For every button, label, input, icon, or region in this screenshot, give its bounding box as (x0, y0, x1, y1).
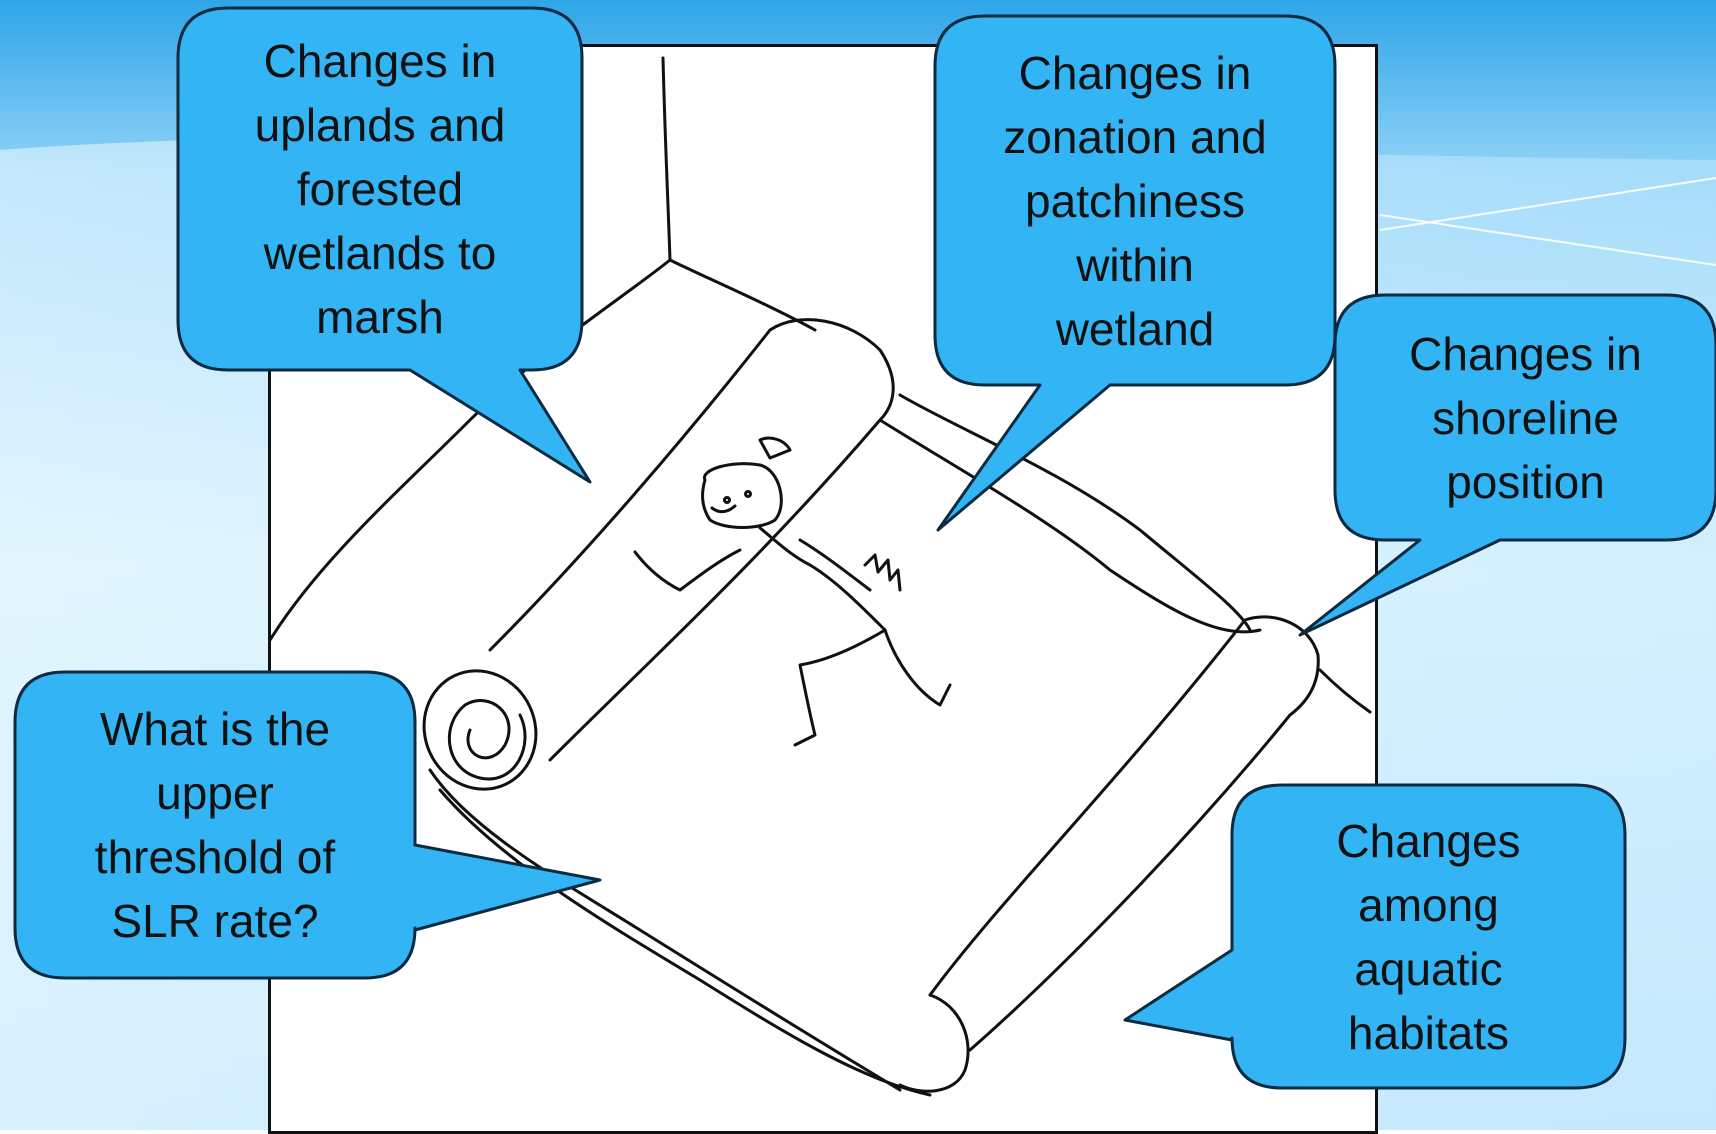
callout-shoreline-text: Changes in shoreline position (1337, 300, 1714, 536)
callout-zonation-text: Changes in zonation and patchiness withi… (937, 20, 1333, 382)
callout-threshold-text: What is the upper threshold of SLR rate? (17, 676, 413, 974)
callout-uplands-text: Changes in uplands and forested wetlands… (180, 14, 580, 364)
callout-aquatic-text: Changes among aquatic habitats (1234, 789, 1623, 1084)
